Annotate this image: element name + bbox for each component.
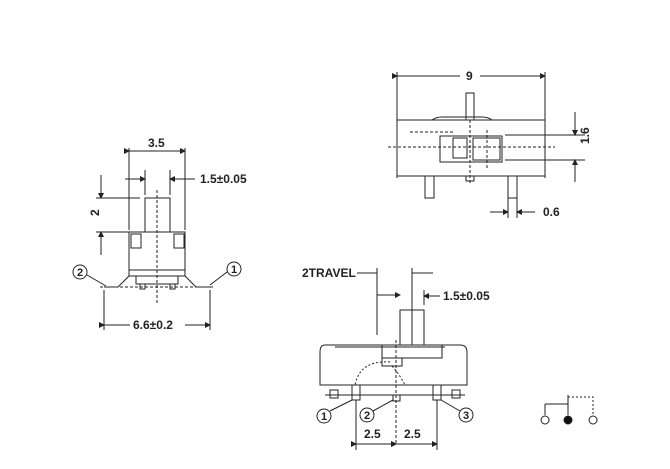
dim-front-actuator-width: 1.5±0.05 bbox=[443, 289, 490, 303]
dim-body-width: 3.5 bbox=[148, 136, 165, 150]
switch-schematic bbox=[540, 395, 598, 425]
pin-label-3: 3 bbox=[463, 410, 469, 422]
dim-actuator-height: 2 bbox=[88, 209, 102, 216]
pin-label-2: 2 bbox=[364, 410, 370, 422]
top-view bbox=[388, 72, 585, 218]
dim-terminal-span: 6.6±0.2 bbox=[133, 318, 173, 332]
dim-pitch-right: 2.5 bbox=[404, 427, 421, 441]
dim-body-length: 9 bbox=[466, 69, 473, 83]
pin-label-1: 1 bbox=[231, 264, 237, 276]
dim-actuator-width: 1.5±0.05 bbox=[200, 172, 247, 186]
pin-label-1: 1 bbox=[321, 411, 327, 423]
front-view bbox=[316, 268, 474, 450]
side-view bbox=[72, 148, 242, 330]
dim-travel: 2TRAVEL bbox=[302, 266, 356, 280]
pin-label-2: 2 bbox=[77, 267, 83, 279]
dim-slot-height: 1.6 bbox=[578, 127, 592, 144]
dim-pitch-left: 2.5 bbox=[364, 427, 381, 441]
dim-pin-width: 0.6 bbox=[543, 205, 560, 219]
